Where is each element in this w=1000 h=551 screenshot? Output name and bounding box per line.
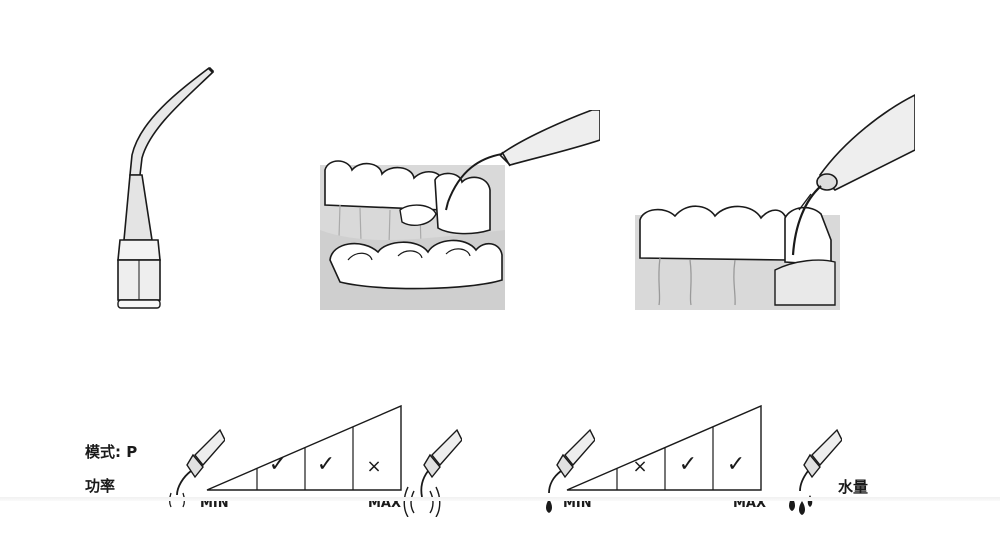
handpiece-max-water-icon	[789, 428, 842, 515]
water-level-2-mark: ✓	[678, 452, 698, 477]
water-triangle-scale	[566, 404, 762, 491]
water-level-1-mark: ×	[632, 456, 648, 477]
lower-jaw-occlusal-illustration	[320, 110, 600, 310]
power-level-3-mark: ×	[366, 456, 382, 477]
water-volume-label: 水量	[838, 478, 869, 496]
handpiece-min-power-icon	[168, 428, 225, 508]
water-level-3-mark: ✓	[726, 452, 746, 477]
power-label: 功率	[85, 477, 116, 495]
handpiece-min-water-icon	[546, 428, 595, 513]
periodontal-pocket-illustration	[635, 94, 915, 310]
handpiece-max-power-icon	[403, 428, 462, 517]
scaler-tip-illustration	[117, 66, 215, 309]
mode-label: 模式: P	[85, 443, 138, 461]
floor-shadow	[0, 497, 1000, 501]
power-level-2-mark: ✓	[316, 452, 336, 477]
power-triangle-scale	[206, 404, 402, 491]
power-level-1-mark: ✓	[268, 452, 288, 477]
